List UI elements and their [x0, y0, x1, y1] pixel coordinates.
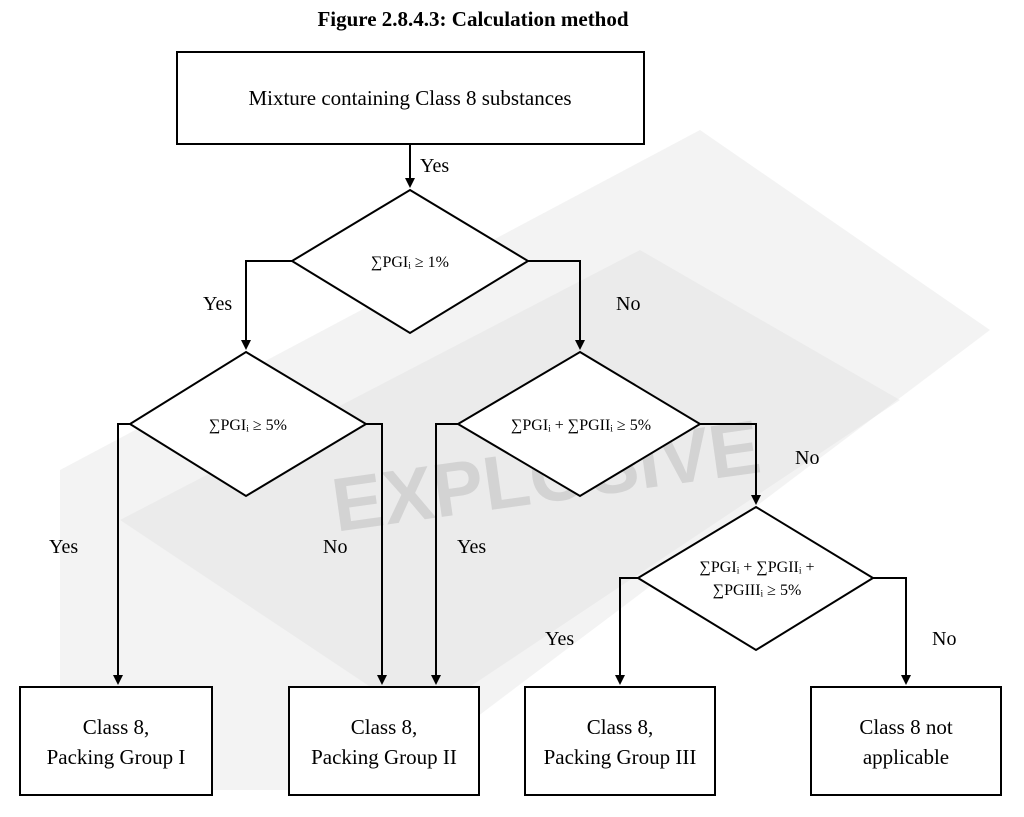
outcome-packing-group-i — [19, 686, 213, 796]
outcome-not-applicable-line1: Class 8 not — [859, 715, 953, 739]
decision-pgi-5pct — [128, 350, 368, 498]
arrow-d2-no — [366, 423, 387, 685]
decision-pgi-1pct — [290, 188, 530, 335]
start-box — [176, 51, 645, 145]
arrow-d1-no — [528, 260, 585, 350]
label-d4-yes: Yes — [545, 628, 574, 650]
figure-title: Figure 2.8.4.3: Calculation method — [317, 7, 628, 31]
arrow-d4-no — [873, 577, 911, 685]
outcome-not-applicable — [810, 686, 1002, 796]
label-d4-no: No — [932, 628, 956, 650]
decision-pgi-pgii-pgiii-5pct — [636, 505, 875, 652]
outcome-packing-group-ii-line2: Packing Group II — [311, 745, 457, 769]
outcome-packing-group-ii-line1: Class 8, — [351, 715, 418, 739]
outcome-packing-group-iii — [524, 686, 716, 796]
arrow-d3-no — [700, 423, 761, 505]
arrow-d4-yes — [615, 577, 638, 685]
start-box-text: Mixture containing Class 8 substances — [248, 86, 571, 110]
label-d3-yes: Yes — [457, 536, 486, 558]
label-d1-no: No — [616, 293, 640, 315]
decision-pgi-1pct-text: ∑PGIᵢ ≥ 1% — [371, 254, 449, 271]
outcome-packing-group-ii — [288, 686, 480, 796]
outcome-packing-group-iii-line1: Class 8, — [587, 715, 654, 739]
decision-pgi-5pct-text: ∑PGIᵢ ≥ 5% — [209, 417, 287, 434]
decision-pgi-pgii-5pct — [456, 350, 702, 498]
decision-pgi-pgii-5pct-text: ∑PGIᵢ + ∑PGIIᵢ ≥ 5% — [511, 417, 651, 434]
outcome-packing-group-iii-line2: Packing Group III — [544, 745, 697, 769]
decision-pgi-pgii-pgiii-5pct-line1: ∑PGIᵢ + ∑PGIIᵢ + — [700, 559, 815, 576]
label-d1-yes: Yes — [203, 293, 232, 315]
outcome-packing-group-i-line2: Packing Group I — [47, 745, 186, 769]
label-d2-yes: Yes — [49, 536, 78, 558]
arrow-d3-yes — [431, 423, 458, 685]
arrow-d1-yes — [241, 260, 292, 350]
label-d2-no: No — [323, 536, 347, 558]
outcome-packing-group-i-line1: Class 8, — [83, 715, 150, 739]
outcome-not-applicable-line2: applicable — [863, 745, 949, 769]
label-d3-no: No — [795, 447, 819, 469]
decision-pgi-pgii-pgiii-5pct-line2: ∑PGIIIᵢ ≥ 5% — [713, 582, 802, 599]
label-start-yes: Yes — [420, 155, 449, 177]
arrow-d2-yes — [113, 423, 130, 685]
